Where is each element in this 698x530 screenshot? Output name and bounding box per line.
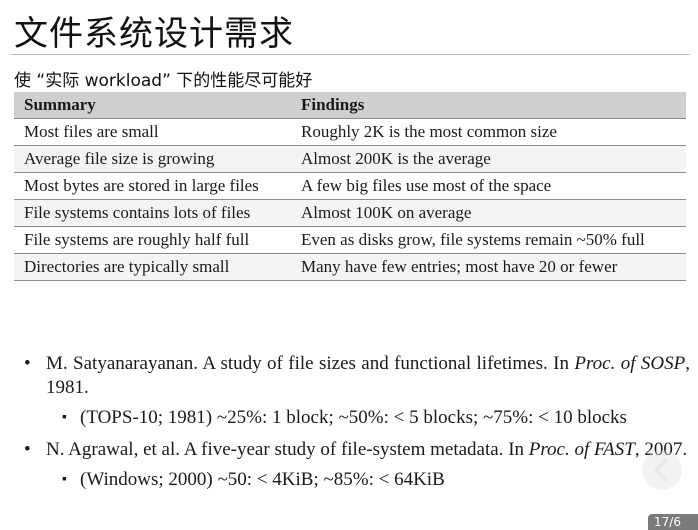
table-header-row: Summary Findings bbox=[14, 92, 686, 119]
page-number-badge: 17/6 bbox=[648, 514, 698, 530]
reference-note: (TOPS-10; 1981) ~25%: 1 block; ~50%: < 5… bbox=[22, 406, 690, 430]
header-summary: Summary bbox=[14, 92, 291, 119]
findings-cell: A few big files use most of the space bbox=[291, 172, 686, 200]
findings-cell: Many have few entries; most have 20 or f… bbox=[291, 253, 686, 281]
references-list: M. Satyanarayanan. A study of file sizes… bbox=[22, 352, 690, 500]
findings-cell: Almost 100K on average bbox=[291, 199, 686, 227]
table-row: Average file size is growing Almost 200K… bbox=[14, 145, 686, 173]
findings-cell: Almost 200K is the average bbox=[291, 145, 686, 173]
reference-venue: Proc. of FAST bbox=[528, 439, 635, 460]
title-divider bbox=[10, 54, 690, 55]
table-row: Most bytes are stored in large files A f… bbox=[14, 172, 686, 200]
findings-cell: Roughly 2K is the most common size bbox=[291, 118, 686, 146]
table-row: File systems contains lots of files Almo… bbox=[14, 199, 686, 227]
summary-cell: Directories are typically small bbox=[14, 253, 291, 281]
reference-venue: Proc. of SOSP bbox=[574, 353, 686, 374]
reference-item: N. Agrawal, et al. A five-year study of … bbox=[22, 438, 690, 462]
chevron-left-icon[interactable] bbox=[642, 450, 682, 490]
reference-text: N. Agrawal, et al. A five-year study of … bbox=[46, 439, 529, 460]
summary-cell: Average file size is growing bbox=[14, 145, 291, 173]
table-row: Directories are typically small Many hav… bbox=[14, 253, 686, 281]
table-row: Most files are small Roughly 2K is the m… bbox=[14, 118, 686, 146]
reference-note: (Windows; 2000) ~50: < 4KiB; ~85%: < 64K… bbox=[22, 468, 690, 492]
summary-cell: File systems are roughly half full bbox=[14, 226, 291, 254]
findings-cell: Even as disks grow, file systems remain … bbox=[291, 226, 686, 254]
summary-cell: File systems contains lots of files bbox=[14, 199, 291, 227]
summary-cell: Most bytes are stored in large files bbox=[14, 172, 291, 200]
reference-item: M. Satyanarayanan. A study of file sizes… bbox=[22, 352, 690, 400]
table-row: File systems are roughly half full Even … bbox=[14, 226, 686, 254]
reference-year: , 2007. bbox=[634, 439, 688, 460]
reference-year: , 1981. bbox=[46, 353, 690, 398]
slide-subtitle: 使 “实际 workload” 下的性能尽可能好 bbox=[14, 71, 313, 91]
header-findings: Findings bbox=[291, 92, 686, 119]
findings-table: Summary Findings Most files are small Ro… bbox=[14, 92, 686, 281]
slide-title: 文件系统设计需求 bbox=[14, 14, 294, 54]
summary-cell: Most files are small bbox=[14, 118, 291, 146]
reference-text: M. Satyanarayanan. A study of file sizes… bbox=[46, 353, 575, 374]
